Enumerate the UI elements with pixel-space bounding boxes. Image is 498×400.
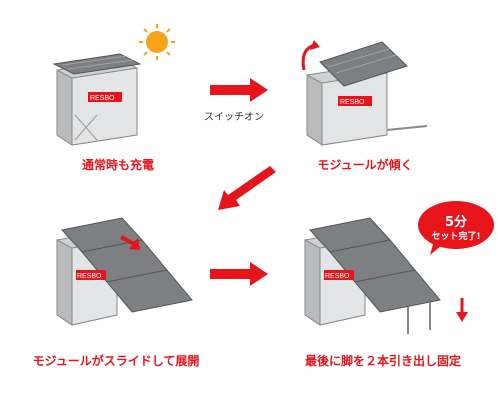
logo-text: RESBO (90, 95, 115, 102)
step-3-illustration: RESBO (42, 200, 193, 340)
slide-arrow-icon (120, 235, 140, 250)
arrow-diagonal-icon (218, 166, 276, 210)
logo-text: RESBO (340, 99, 365, 106)
step-1-caption: 通常時も充電 (81, 158, 154, 172)
step-1-illustration: RESBO (42, 20, 192, 160)
step-2-illustration: RESBO (292, 20, 442, 160)
badge-line1: 5分 (444, 215, 468, 230)
arrow-right-icon (210, 78, 268, 102)
step-4-illustration: RESBO (290, 200, 468, 340)
logo-text: RESBO (77, 273, 102, 280)
sun-icon (139, 24, 175, 60)
logo-plate (88, 92, 122, 102)
step-4-caption: 最後に脚を２本引き出し固定 (304, 354, 461, 368)
down-arrow-icon (456, 298, 468, 322)
badge-line2: セット完了! (431, 232, 481, 242)
arrow-label: スイッチオン (204, 112, 264, 123)
logo-text: RESBO (325, 273, 350, 280)
five-minute-badge: 5分 セット完了! (416, 199, 496, 257)
arrow-right-icon-2 (210, 262, 268, 286)
step-3-caption: モジュールがスライドして展開 (32, 354, 200, 368)
step-2-caption: モジュールが傾く (317, 158, 413, 172)
